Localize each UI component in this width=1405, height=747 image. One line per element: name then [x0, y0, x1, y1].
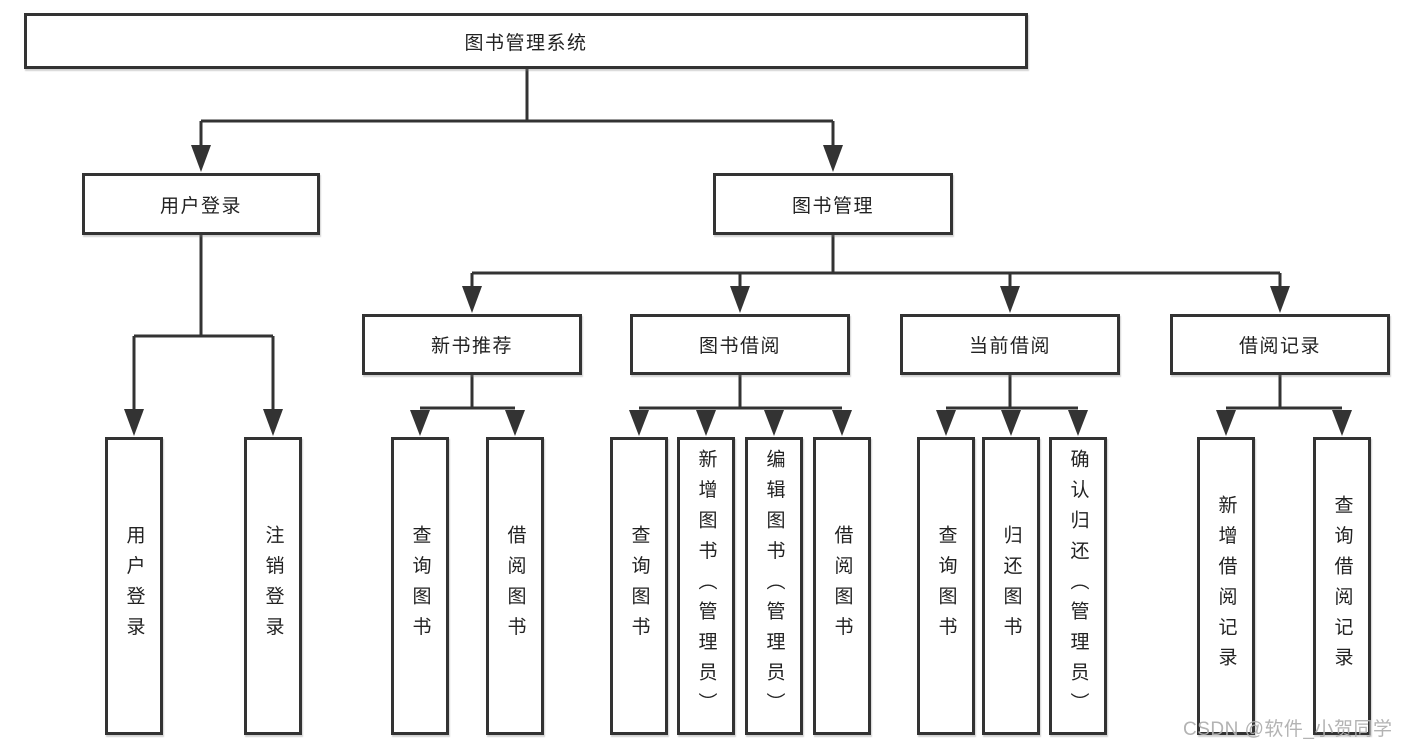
leaf-confirm-return-admin: 确认归还（管理员）	[1049, 437, 1107, 735]
leaf-query-books-borrow: 查询图书	[610, 437, 668, 735]
leaf-logout-label: 注销登录	[262, 525, 284, 647]
node-current-borrowing-label: 当前借阅	[968, 336, 1051, 357]
leaf-user-login: 用户登录	[105, 437, 163, 735]
leaf-query-borrow-record: 查询借阅记录	[1313, 437, 1371, 735]
leaf-borrow-books-borrow: 借阅图书	[813, 437, 871, 735]
leaf-borrow-books-borrow-label: 借阅图书	[831, 525, 853, 647]
node-book-borrowing-label: 图书借阅	[698, 336, 781, 357]
leaf-user-login-label: 用户登录	[123, 525, 145, 647]
leaf-query-books-current-label: 查询图书	[935, 525, 957, 647]
node-borrowing-records-label: 借阅记录	[1238, 336, 1321, 357]
leaf-confirm-return-admin-label: 确认归还（管理员）	[1067, 449, 1089, 723]
node-new-book-recommend: 新书推荐	[362, 314, 582, 375]
node-book-management-label: 图书管理	[791, 195, 874, 217]
leaf-borrow-books-recommend: 借阅图书	[486, 437, 544, 735]
node-root: 图书管理系统	[24, 13, 1028, 69]
leaf-query-borrow-record-label: 查询借阅记录	[1331, 494, 1353, 678]
leaf-query-books-current: 查询图书	[917, 437, 975, 735]
leaf-return-book: 归还图书	[982, 437, 1040, 735]
leaf-query-books-recommend: 查询图书	[391, 437, 449, 735]
node-book-borrowing: 图书借阅	[630, 314, 850, 375]
node-user-login: 用户登录	[82, 173, 320, 235]
node-borrowing-records: 借阅记录	[1170, 314, 1390, 375]
leaf-query-books-recommend-label: 查询图书	[409, 525, 431, 647]
leaf-logout: 注销登录	[244, 437, 302, 735]
node-user-login-label: 用户登录	[159, 195, 242, 217]
leaf-add-book-admin-label: 新增图书（管理员）	[695, 449, 717, 723]
node-current-borrowing: 当前借阅	[900, 314, 1120, 375]
leaf-add-borrow-record-label: 新增借阅记录	[1215, 494, 1237, 678]
watermark-text: CSDN @软件_小贺同学	[1183, 719, 1393, 740]
leaf-query-books-borrow-label: 查询图书	[628, 525, 650, 647]
leaf-edit-book-admin-label: 编辑图书（管理员）	[763, 449, 785, 723]
leaf-add-borrow-record: 新增借阅记录	[1197, 437, 1255, 735]
leaf-return-book-label: 归还图书	[1000, 525, 1022, 647]
node-new-book-recommend-label: 新书推荐	[430, 336, 513, 357]
leaf-add-book-admin: 新增图书（管理员）	[677, 437, 735, 735]
leaf-borrow-books-recommend-label: 借阅图书	[504, 525, 526, 647]
node-root-label: 图书管理系统	[464, 32, 588, 54]
node-book-management: 图书管理	[713, 173, 953, 235]
leaf-edit-book-admin: 编辑图书（管理员）	[745, 437, 803, 735]
